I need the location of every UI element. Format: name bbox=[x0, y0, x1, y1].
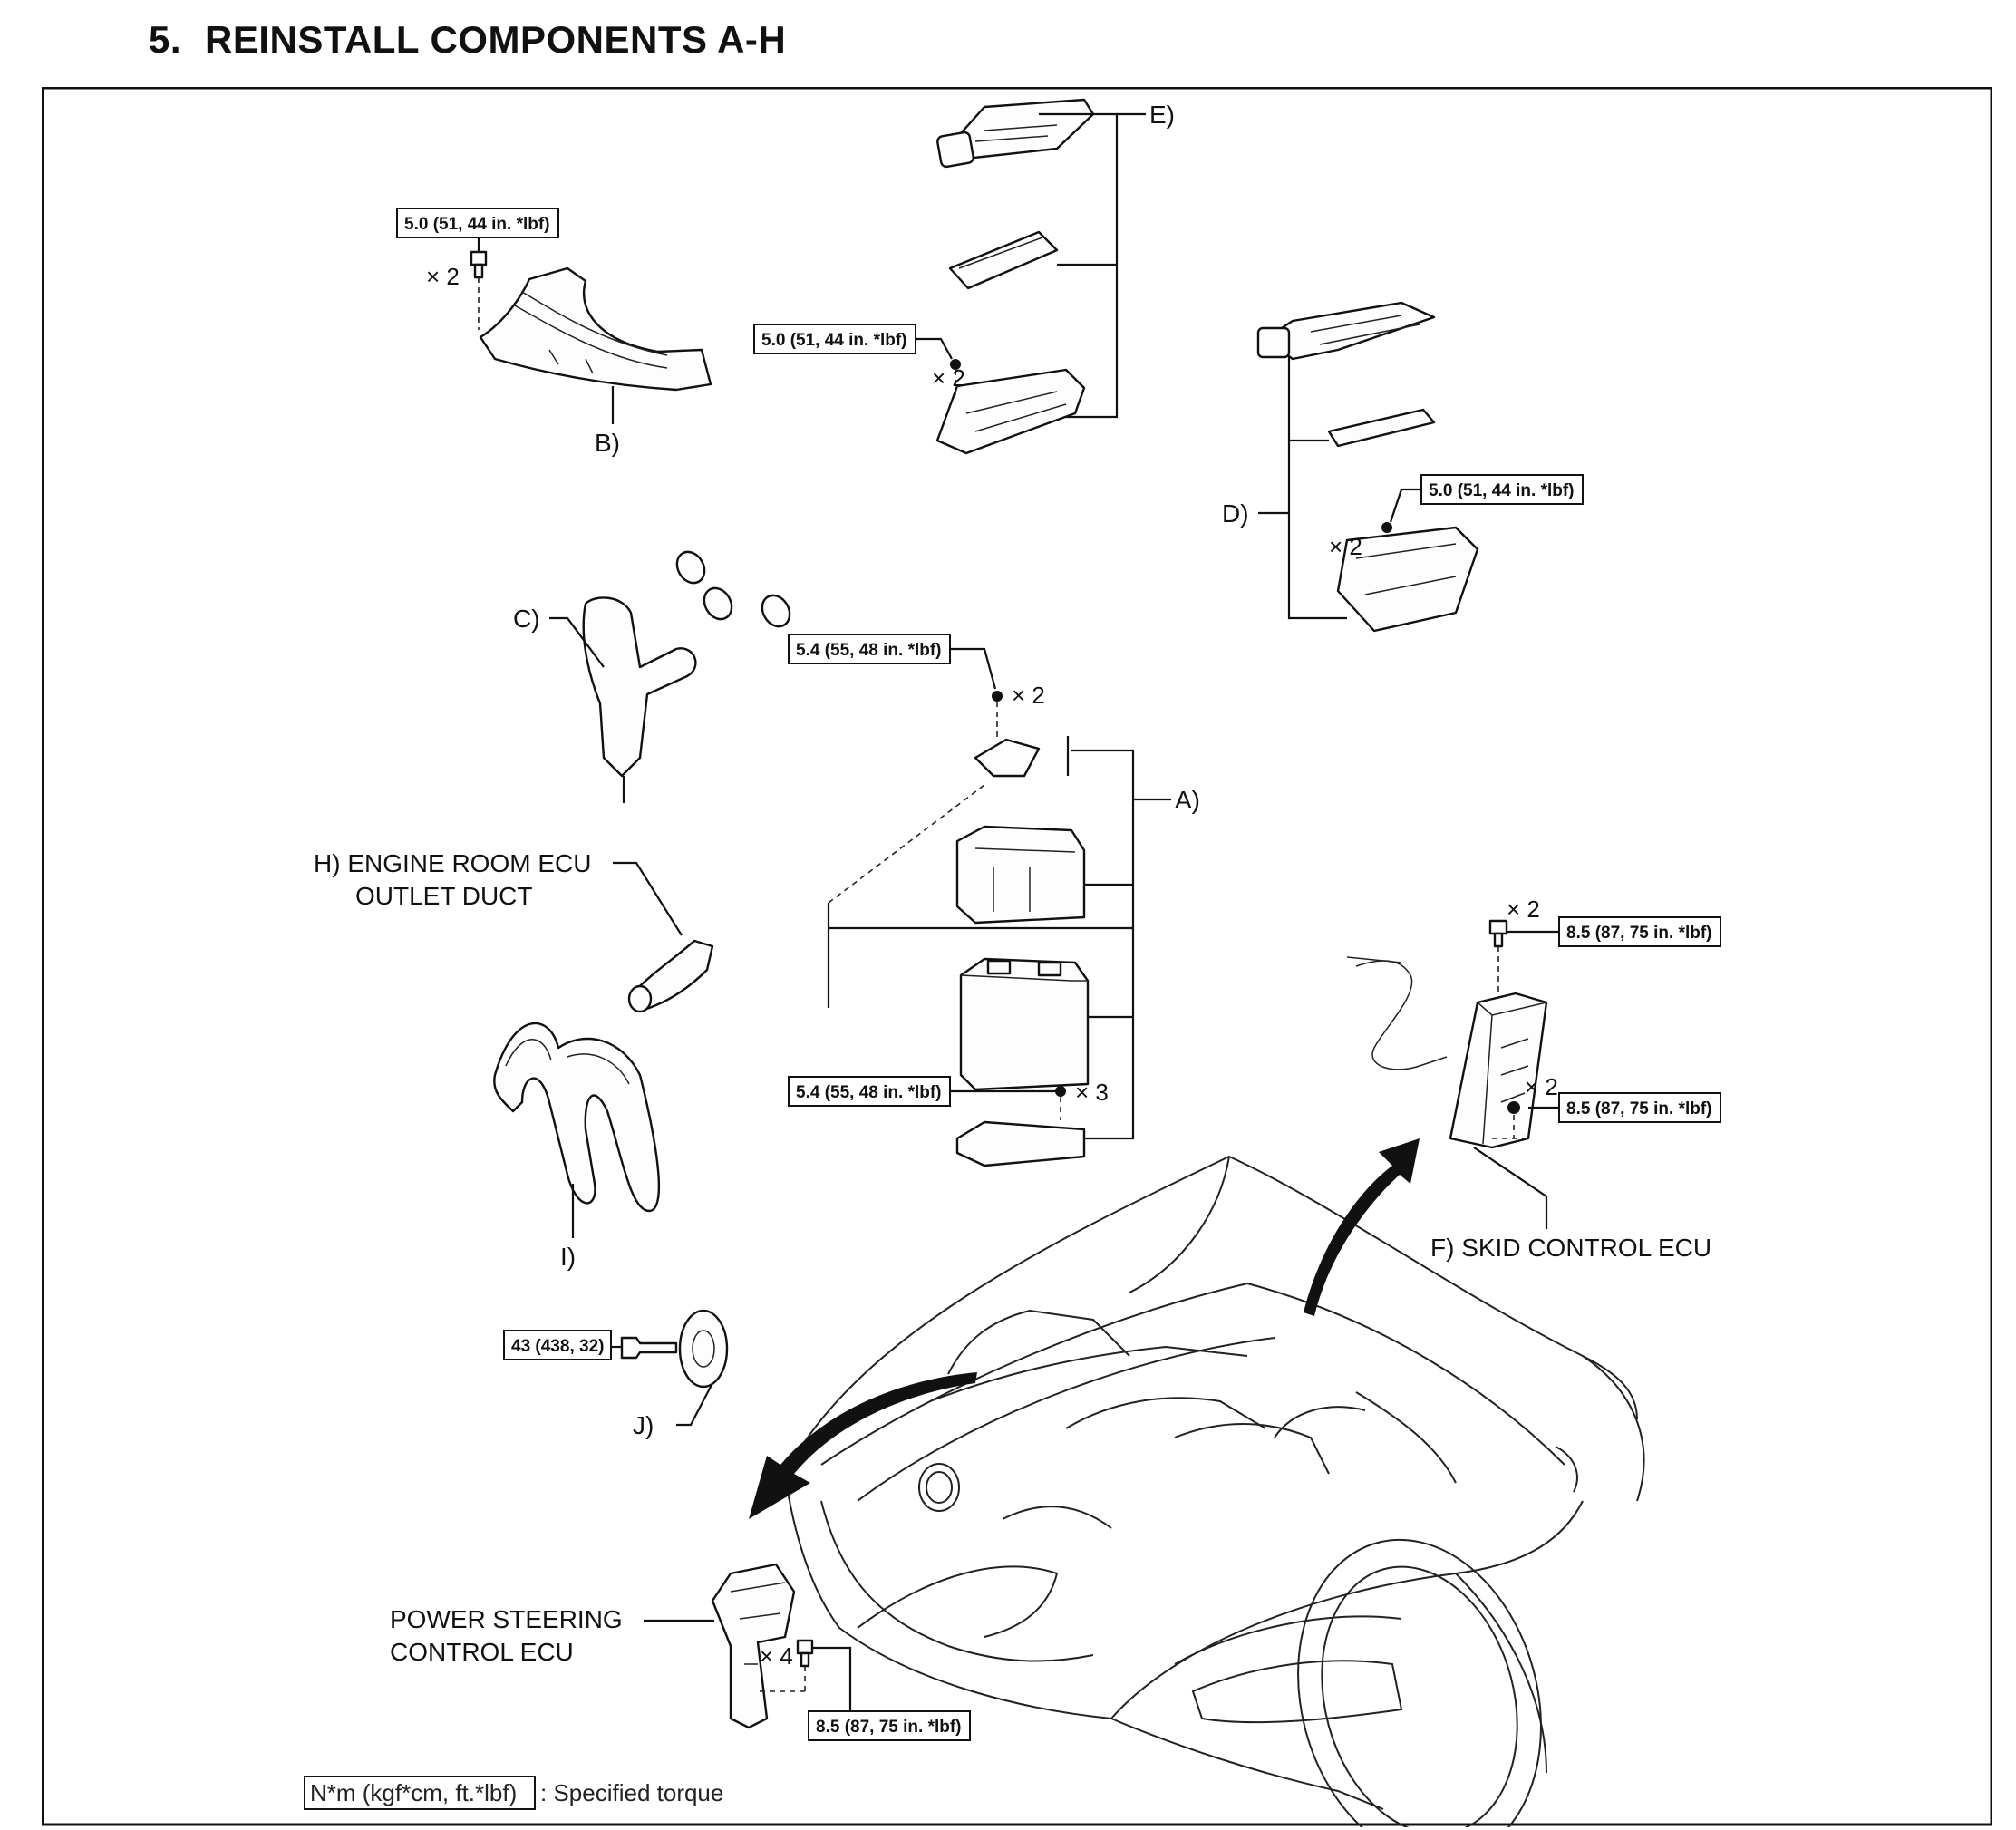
vehicle-outline bbox=[784, 1155, 1645, 1827]
page-title: 5. REINSTALL COMPONENTS A-H bbox=[149, 18, 786, 62]
arrow-to-ps-ecu bbox=[749, 1372, 977, 1519]
component-j-pulley: 43 (438, 32) J) bbox=[503, 1309, 729, 1439]
diagram-frame bbox=[42, 87, 1992, 1826]
torque-a-top: 5.4 (55, 48 in. *lbf) bbox=[796, 641, 942, 660]
label-i: I) bbox=[560, 1243, 576, 1271]
legend-box bbox=[304, 1776, 536, 1810]
legend-units: N*m (kgf*cm, ft.*lbf) bbox=[310, 1779, 517, 1806]
torque-a-bottom: 5.4 (55, 48 in. *lbf) bbox=[796, 1083, 942, 1102]
qty-d: × 2 bbox=[1329, 533, 1362, 560]
torque-j: 43 (438, 32) bbox=[511, 1337, 604, 1356]
torque-b: 5.0 (51, 44 in. *lbf) bbox=[404, 215, 550, 234]
label-c: C) bbox=[513, 605, 540, 633]
component-d-air-cleaner: D) 5.0 (51, 44 in. *lbf) × 2 bbox=[1222, 301, 1584, 633]
qty-ps: × 4 bbox=[760, 1642, 793, 1670]
components-diagram: E) 5.0 (51, 44 in. *lbf) × 2 5.0 (51, 44… bbox=[42, 87, 1992, 1827]
label-ps-line2: CONTROL ECU bbox=[390, 1638, 574, 1666]
label-e: E) bbox=[1149, 101, 1175, 129]
torque-legend: N*m (kgf*cm, ft.*lbf) : Specified torque bbox=[304, 1776, 723, 1810]
label-j: J) bbox=[633, 1411, 654, 1439]
qty-f-top: × 2 bbox=[1507, 896, 1540, 923]
qty-f-bottom: × 2 bbox=[1525, 1073, 1558, 1100]
label-h-line1: H) ENGINE ROOM ECU bbox=[314, 849, 591, 877]
component-h-outlet-duct: H) ENGINE ROOM ECU OUTLET DUCT bbox=[314, 849, 714, 1013]
torque-box-f-bottom bbox=[1558, 1092, 1721, 1123]
label-f: F) SKID CONTROL ECU bbox=[1430, 1234, 1711, 1262]
torque-box-a-bottom bbox=[788, 1076, 951, 1107]
torque-box-d bbox=[1420, 474, 1584, 505]
label-h-line2: OUTLET DUCT bbox=[355, 882, 533, 910]
torque-ps: 8.5 (87, 75 in. *lbf) bbox=[816, 1718, 962, 1737]
torque-d: 5.0 (51, 44 in. *lbf) bbox=[1429, 481, 1575, 500]
torque-f-top: 8.5 (87, 75 in. *lbf) bbox=[1566, 924, 1712, 943]
component-b-air-duct: 5.0 (51, 44 in. *lbf) × 2 B) bbox=[396, 208, 712, 457]
torque-f-bottom: 8.5 (87, 75 in. *lbf) bbox=[1566, 1099, 1712, 1118]
component-i-drive-belt: I) bbox=[493, 1022, 661, 1271]
qty-b: × 2 bbox=[426, 263, 460, 290]
torque-box-j bbox=[503, 1330, 612, 1360]
torque-box-ps bbox=[808, 1710, 971, 1741]
qty-a-bottom: × 3 bbox=[1075, 1079, 1109, 1106]
label-ps-line1: POWER STEERING bbox=[390, 1605, 623, 1633]
component-e-air-cleaner: E) 5.0 (51, 44 in. *lbf) × 2 bbox=[753, 98, 1175, 455]
legend-description: : Specified torque bbox=[540, 1779, 723, 1806]
label-a: A) bbox=[1175, 786, 1200, 814]
component-c-hose: C) bbox=[513, 550, 791, 803]
label-d: D) bbox=[1222, 499, 1249, 528]
label-b: B) bbox=[595, 429, 620, 457]
torque-box-b bbox=[396, 208, 559, 238]
component-f-skid-control-ecu: × 2 8.5 (87, 75 in. *lbf) 8.5 (87, 75 in… bbox=[1346, 896, 1721, 1262]
qty-e: × 2 bbox=[932, 364, 965, 392]
removal-arrows bbox=[749, 1138, 1420, 1519]
qty-a-top: × 2 bbox=[1012, 682, 1045, 709]
component-a-battery: 5.4 (55, 48 in. *lbf) × 2 A) 5.4 (55, 48… bbox=[788, 634, 1200, 1167]
component-power-steering-ecu: POWER STEERING CONTROL ECU × 4 8.5 (87, … bbox=[390, 1563, 971, 1741]
arrow-to-skid-ecu bbox=[1304, 1138, 1420, 1316]
torque-box-f-top bbox=[1558, 916, 1721, 947]
torque-e: 5.0 (51, 44 in. *lbf) bbox=[761, 331, 907, 350]
section-number: 5. bbox=[149, 18, 182, 61]
section-title: REINSTALL COMPONENTS A-H bbox=[205, 18, 787, 61]
